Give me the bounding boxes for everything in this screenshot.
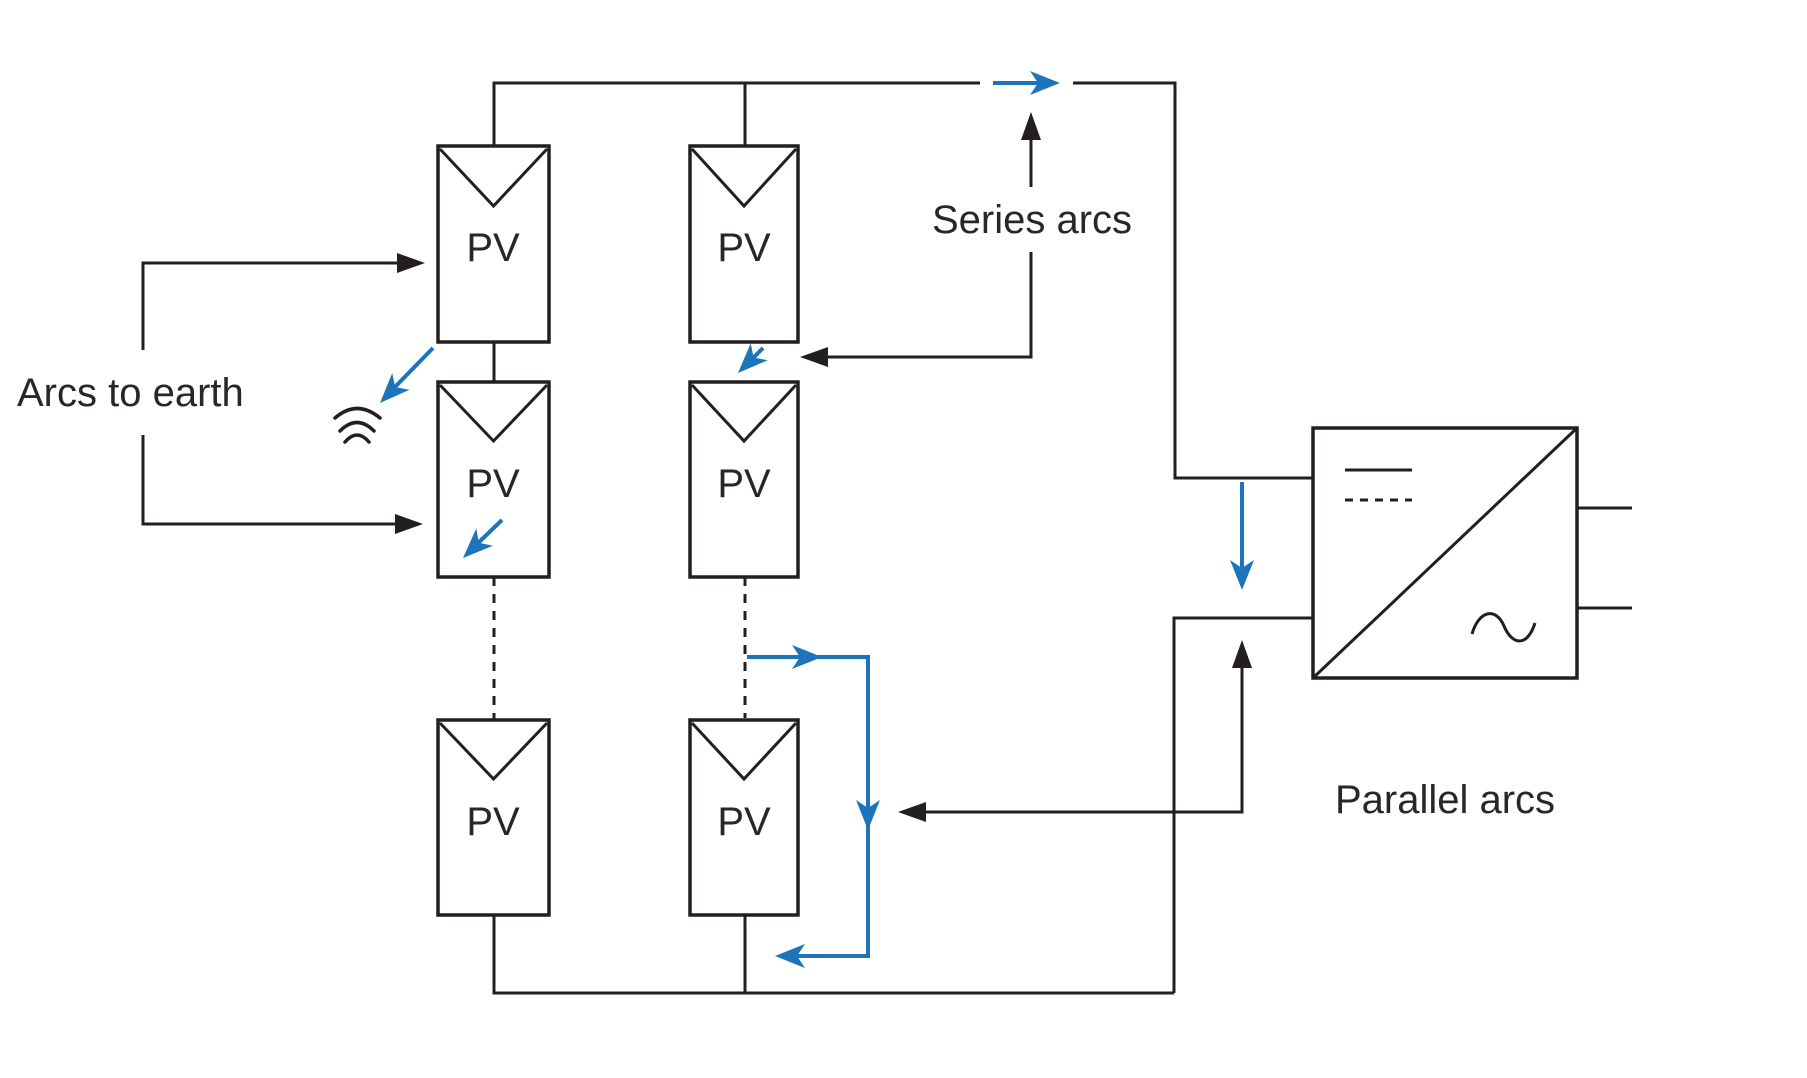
inverter xyxy=(1311,426,1579,680)
pv-string-1: PV PV PV xyxy=(436,144,551,917)
pv-module-frame xyxy=(688,380,800,579)
pv-module-chevron-icon xyxy=(438,147,549,209)
pv-module-frame xyxy=(688,144,800,344)
arcs-to-earth-callout: Arcs to earth xyxy=(17,253,425,534)
pv-string-2: PV PV PV xyxy=(688,144,800,917)
series-arcs-callout: Series arcs xyxy=(800,112,1132,367)
top-bus-left-segment xyxy=(492,81,980,146)
arc-discharge-wave-2 xyxy=(338,420,376,433)
return-bus-to-inverter xyxy=(1172,616,1313,993)
arc-discharge-icon xyxy=(333,406,382,444)
pv-module: PV xyxy=(688,718,800,917)
module-arc-arrowhead-icon xyxy=(463,528,493,558)
bus-arc-arrowhead-icon xyxy=(1030,71,1060,95)
pv-module: PV xyxy=(688,380,800,579)
earth-upper-arrowhead-icon xyxy=(397,253,425,273)
parallel-arcs-callout: Parallel arcs xyxy=(898,640,1555,822)
earth-arc-arrowhead-icon xyxy=(380,373,410,403)
pv-module-chevron-icon xyxy=(690,721,798,782)
parallel-arcs-elbow-line xyxy=(913,658,1244,814)
pv-module-label: PV xyxy=(466,800,520,844)
pv-module-label: PV xyxy=(717,800,771,844)
arc-discharge-wave-3 xyxy=(343,433,371,444)
loop-down-arrowhead-icon xyxy=(856,800,880,830)
parallel-arcs-up-arrowhead-icon xyxy=(1232,640,1252,668)
pv-module: PV xyxy=(688,144,800,344)
dc-symbol-icon xyxy=(1345,468,1412,502)
pv-module-chevron-icon xyxy=(690,147,798,209)
pv-module-label: PV xyxy=(717,226,771,270)
pv-module: PV xyxy=(436,144,551,344)
loop-left-arrowhead-icon xyxy=(775,944,805,968)
arc-fault-markers xyxy=(380,71,1254,968)
pv-module-chevron-icon xyxy=(438,721,549,782)
arcs-to-earth-label: Arcs to earth xyxy=(17,371,244,415)
earth-bracket-lower xyxy=(141,435,398,526)
dc-parallel-arc-arrowhead-icon xyxy=(1230,560,1254,590)
pv-module-frame xyxy=(436,380,551,579)
pv-module: PV xyxy=(436,380,551,579)
series-arcs-elbow-line xyxy=(818,252,1033,359)
ac-symbol-icon xyxy=(1470,612,1537,643)
arc-discharge-wave-1 xyxy=(333,406,382,420)
series-arcs-left-arrowhead-icon xyxy=(800,347,828,367)
pv-module-frame xyxy=(688,718,800,917)
loop-right-arrowhead-icon xyxy=(792,645,822,669)
pv-module-frame xyxy=(436,718,551,917)
series-arcs-up-arrowhead-icon xyxy=(1021,112,1041,140)
pv-module-frame xyxy=(436,144,551,344)
pv-module-chevron-icon xyxy=(690,383,798,444)
series-arc-arrowhead-icon xyxy=(738,343,768,373)
parallel-arcs-left-arrowhead-icon xyxy=(898,802,926,822)
module-arc-arrow-shaft xyxy=(474,518,504,547)
series-arcs-label: Series arcs xyxy=(932,198,1132,242)
pv-module-label: PV xyxy=(466,226,520,270)
earth-arc-arrow-shaft xyxy=(391,346,435,391)
inverter-diagonal xyxy=(1311,426,1579,680)
pv-module: PV xyxy=(436,718,551,917)
pv-module-label: PV xyxy=(466,462,520,506)
earth-lower-arrowhead-icon xyxy=(395,514,423,534)
parallel-arcs-label: Parallel arcs xyxy=(1335,778,1555,822)
pv-module-chevron-icon xyxy=(438,383,549,444)
top-bus-right-segment xyxy=(1073,81,1313,480)
earth-bracket-upper xyxy=(141,261,400,350)
bottom-bus xyxy=(492,915,1174,995)
wiring xyxy=(492,81,1632,995)
pv-module-label: PV xyxy=(717,462,771,506)
